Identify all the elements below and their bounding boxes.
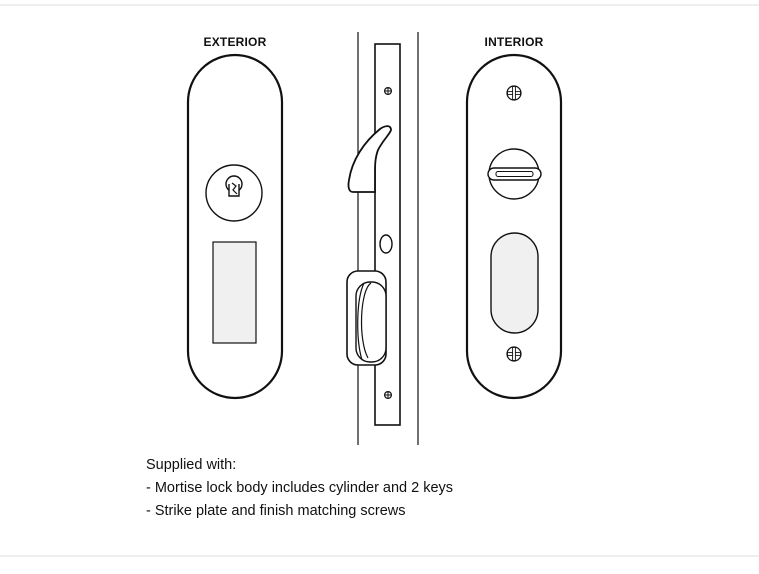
exterior-label: EXTERIOR <box>203 35 267 49</box>
phillips-screw-icon <box>384 86 393 95</box>
supplied-with-notes: Supplied with: - Mortise lock body inclu… <box>146 454 453 523</box>
notes-item: - Mortise lock body includes cylinder an… <box>146 480 454 496</box>
interior-pull-recess <box>490 232 539 334</box>
faceplate-cylinder-hole <box>379 234 393 254</box>
interior-label: INTERIOR <box>484 35 544 49</box>
notes-heading: Supplied with: <box>146 457 237 473</box>
top-divider <box>0 4 759 6</box>
door-edge-section <box>357 32 419 445</box>
key-cylinder-icon <box>205 164 263 222</box>
exterior-pull-recess <box>212 241 257 344</box>
phillips-screw-icon <box>506 346 522 362</box>
interior-plate <box>465 53 563 400</box>
exterior-plate <box>186 53 284 400</box>
thumb-turn-icon <box>487 148 542 200</box>
notes-item: - Strike plate and finish matching screw… <box>146 503 406 519</box>
phillips-screw-icon <box>506 85 522 101</box>
edge-pull <box>346 270 387 366</box>
bottom-divider <box>0 555 759 557</box>
hook-bolt <box>347 125 392 193</box>
phillips-screw-icon <box>384 391 393 400</box>
mortise-faceplate <box>374 43 401 426</box>
